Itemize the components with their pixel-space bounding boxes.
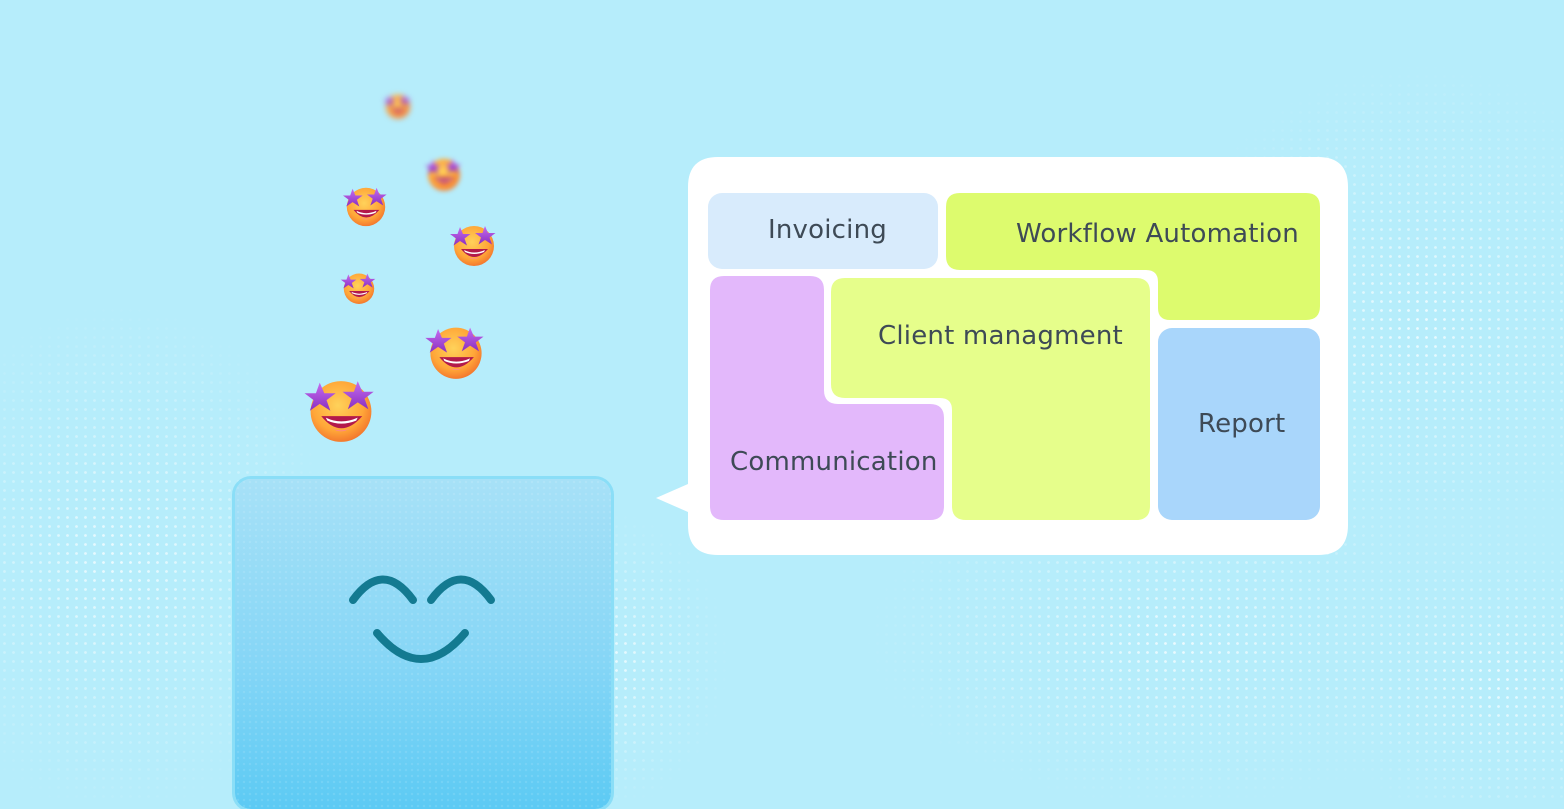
star-struck-emoji-icon <box>449 220 499 270</box>
report-label: Report <box>1198 409 1286 439</box>
smiling-face-icon <box>349 575 495 663</box>
star-struck-emoji-icon <box>383 91 413 121</box>
star-struck-emoji-icon <box>424 154 464 194</box>
client-management-block <box>831 278 1150 520</box>
communication-block <box>710 276 944 520</box>
star-struck-emoji-icon <box>303 372 379 448</box>
character-texture <box>235 479 611 809</box>
star-struck-emoji-icon <box>342 182 390 230</box>
workflow-automation-block <box>946 193 1320 320</box>
report-block <box>1158 328 1320 520</box>
star-struck-emoji-icon <box>340 269 378 307</box>
communication-label: Communication <box>730 447 938 477</box>
invoicing-label: Invoicing <box>768 215 887 245</box>
client-management-label: Client managment <box>878 321 1123 351</box>
workflow-automation-label: Workflow Automation <box>1016 219 1299 249</box>
smiling-character <box>235 479 611 809</box>
invoicing-block <box>708 193 938 269</box>
star-struck-emoji-icon <box>424 320 488 384</box>
